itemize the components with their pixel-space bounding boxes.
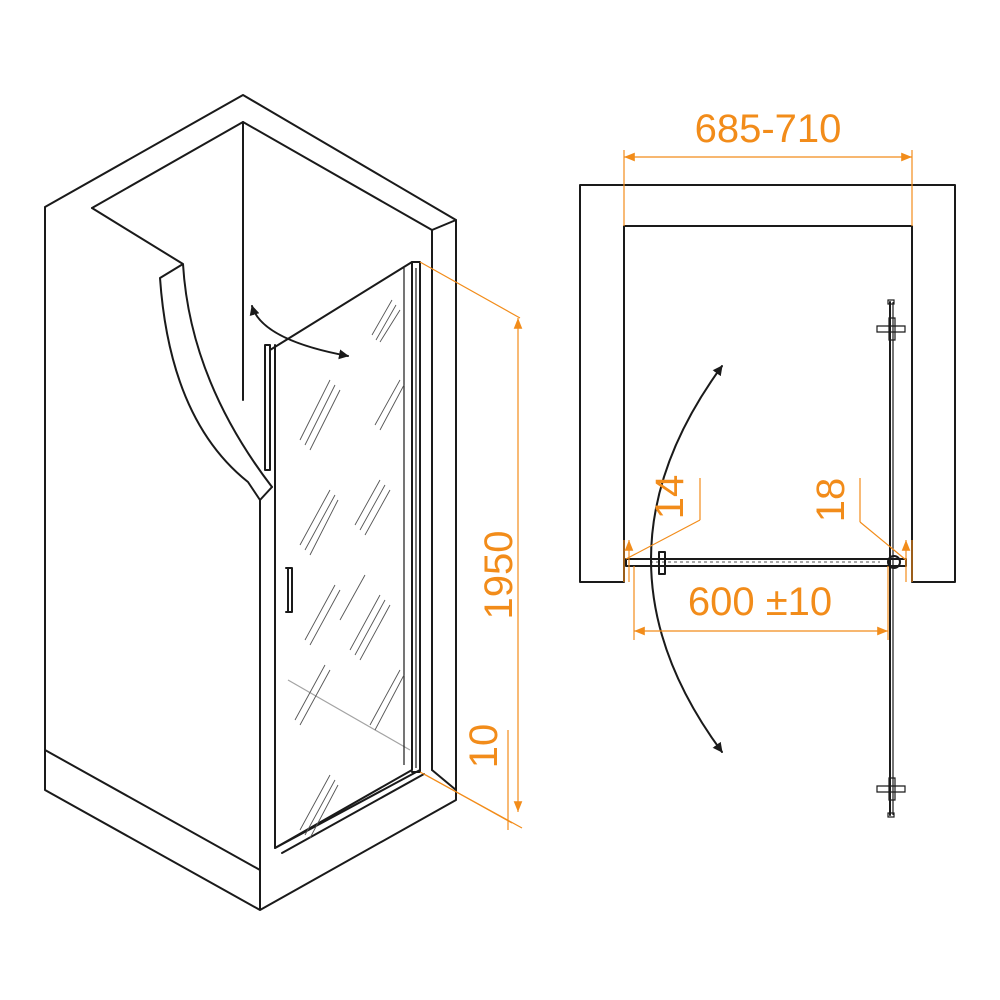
- swing-arrow: [249, 305, 349, 360]
- right-gap-dimension: 18: [809, 478, 913, 582]
- niche-walls: [579, 184, 956, 583]
- base-plinth: [44, 749, 457, 911]
- bottom-gap-dimension: 10: [423, 724, 513, 830]
- door-width-dimension: 600 ±10: [633, 566, 889, 640]
- niche-width-dimension: 685-710: [623, 107, 913, 226]
- closed-door: [625, 551, 907, 575]
- right-gap-label: 18: [809, 478, 853, 523]
- plan-handle: [658, 551, 666, 575]
- niche-width-label: 685-710: [695, 107, 842, 151]
- wall-top-edge: [91, 121, 457, 263]
- glass-reflections: [294, 299, 405, 839]
- left-gap-label: 14: [648, 475, 692, 520]
- plan-hinge: [887, 555, 901, 569]
- door-width-label: 600 ±10: [688, 580, 832, 624]
- left-wall-outline: [44, 94, 457, 871]
- height-dimension: 1950: [419, 261, 523, 829]
- door-frame: [264, 261, 425, 854]
- left-gap-dimension: 14: [623, 475, 701, 582]
- bottom-gap-label: 10: [462, 724, 506, 769]
- door-swing-arc: [650, 365, 723, 753]
- door-handle: [285, 567, 293, 613]
- wall-cutaway-curve: [91, 207, 273, 501]
- plan-view: 685-710 600 ±10 14 18: [579, 107, 956, 818]
- height-label: 1950: [477, 531, 521, 620]
- isometric-view: 1950 10: [44, 94, 523, 911]
